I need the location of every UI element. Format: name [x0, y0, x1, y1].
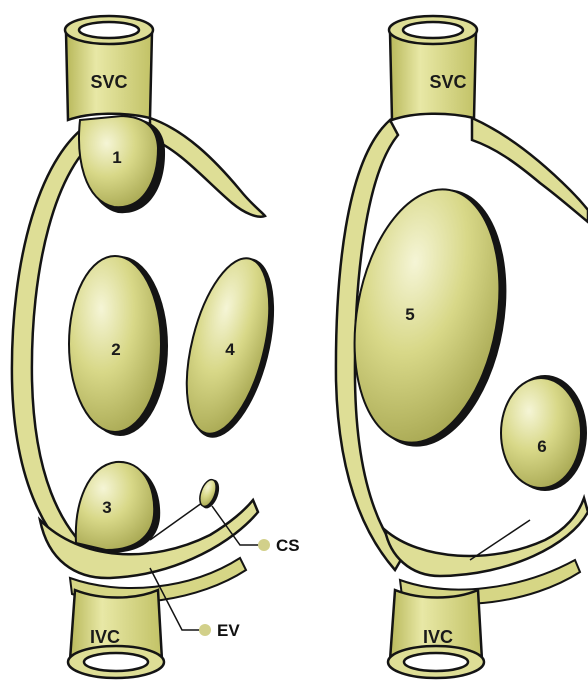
left-ivc-label: IVC [90, 627, 120, 647]
left-svc-branch [150, 118, 265, 217]
defect-3 [76, 462, 160, 553]
left-svc-label: SVC [90, 72, 127, 92]
defect-1 [79, 116, 165, 213]
defect-1-label: 1 [112, 148, 121, 167]
defect-5-label: 5 [405, 305, 414, 324]
right-svc-label: SVC [429, 72, 466, 92]
left-panel: SVC IVC 1 2 4 3 [12, 16, 300, 678]
right-lower-arc [385, 498, 588, 576]
callout-cs-label: CS [276, 536, 300, 555]
callout-ev-label: EV [217, 621, 240, 640]
defect-2-label: 2 [111, 340, 120, 359]
right-svc-vessel [389, 16, 477, 120]
defect-3-label: 3 [102, 498, 111, 517]
coronary-sinus-opening [150, 477, 223, 540]
defect-4-label: 4 [225, 340, 235, 359]
right-svc-branch [472, 118, 588, 222]
defect-6 [501, 375, 587, 491]
defect-6-label: 6 [537, 437, 546, 456]
left-svc-vessel [65, 16, 153, 120]
right-panel: SVC IVC 5 6 [336, 16, 588, 678]
right-ivc-label: IVC [423, 627, 453, 647]
